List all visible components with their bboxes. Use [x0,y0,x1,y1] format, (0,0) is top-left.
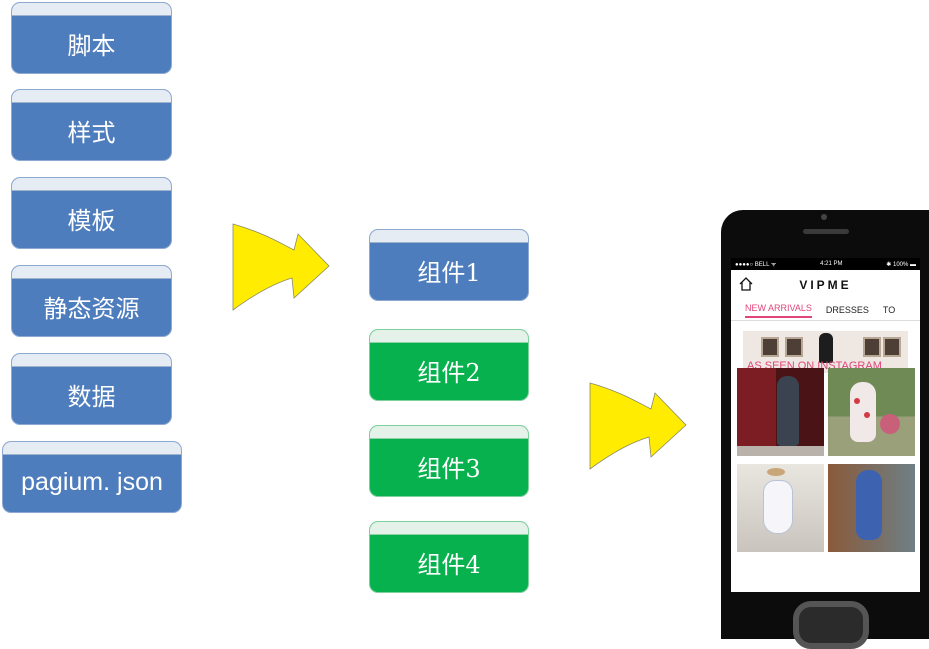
phone-mockup: ●●●●○ BELL ᯤ 4:21 PM ✱ 100% ▬ VIPME NEW … [721,210,929,649]
app-logo: VIPME [799,278,852,292]
status-carrier: ●●●●○ BELL ᯤ [735,262,777,268]
box-label: 组件1 [417,258,481,287]
product-figure [856,470,882,540]
box-label: 样式 [67,118,116,147]
product-figure [763,480,793,534]
tab-dresses[interactable]: DRESSES [825,305,869,315]
product-photo[interactable] [828,464,915,552]
box-cap [370,230,528,243]
status-battery: ✱ 100% ▬ [886,261,916,268]
product-figure [850,382,876,442]
status-bar: ●●●●○ BELL ᯤ 4:21 PM ✱ 100% ▬ [731,258,920,270]
home-button[interactable] [793,601,869,649]
box-cap [12,354,171,367]
input-box-static-assets: 静态资源 [11,265,172,337]
box-cap [370,426,528,439]
box-cap [12,3,171,16]
banner-frame [863,337,881,357]
product-ground [737,446,824,456]
category-tabs: NEW ARRIVALS DRESSES TO [731,300,920,321]
component-box-2: 组件2 [369,329,529,401]
product-figure [767,468,785,476]
banner-frame [883,337,901,357]
earpiece-speaker [803,229,849,234]
flow-arrow-1 [232,223,330,311]
app-header: VIPME [731,270,920,300]
box-cap [370,522,528,535]
box-label: 脚本 [67,31,116,60]
input-box-script: 脚本 [11,2,172,74]
box-label: 组件2 [417,358,481,387]
flow-arrow-2 [589,382,687,470]
product-figure [880,414,900,434]
phone-screen: ●●●●○ BELL ᯤ 4:21 PM ✱ 100% ▬ VIPME NEW … [731,258,920,592]
box-label: 模板 [67,206,116,235]
input-box-style: 样式 [11,89,172,161]
input-box-pagium-json: pagium. json [2,441,182,513]
tab-new-arrivals[interactable]: NEW ARRIVALS [745,303,812,318]
front-camera [821,214,827,220]
box-cap [3,442,181,455]
product-figure [777,376,799,446]
product-figure [864,412,870,418]
box-label: 组件4 [417,550,481,579]
banner-model [819,333,833,363]
input-box-data: 数据 [11,353,172,425]
product-figure [854,398,860,404]
box-label: 数据 [67,382,116,411]
banner-frame [785,337,803,357]
product-photo[interactable] [737,464,824,552]
product-photo[interactable] [737,368,824,456]
instagram-banner[interactable]: AS SEEN ON INSTAGRAM [743,331,908,373]
box-cap [12,178,171,191]
home-icon[interactable] [739,277,753,291]
input-box-template: 模板 [11,177,172,249]
product-photo[interactable] [828,368,915,456]
box-cap [370,330,528,343]
component-box-4: 组件4 [369,521,529,593]
component-box-3: 组件3 [369,425,529,497]
box-cap [12,266,171,279]
box-label: 静态资源 [43,294,140,323]
box-cap [12,90,171,103]
component-box-1: 组件1 [369,229,529,301]
status-time: 4:21 PM [820,261,843,267]
box-label: pagium. json [21,467,163,496]
banner-frame [761,337,779,357]
box-label: 组件3 [417,454,481,483]
tab-tops[interactable]: TO [882,305,896,315]
